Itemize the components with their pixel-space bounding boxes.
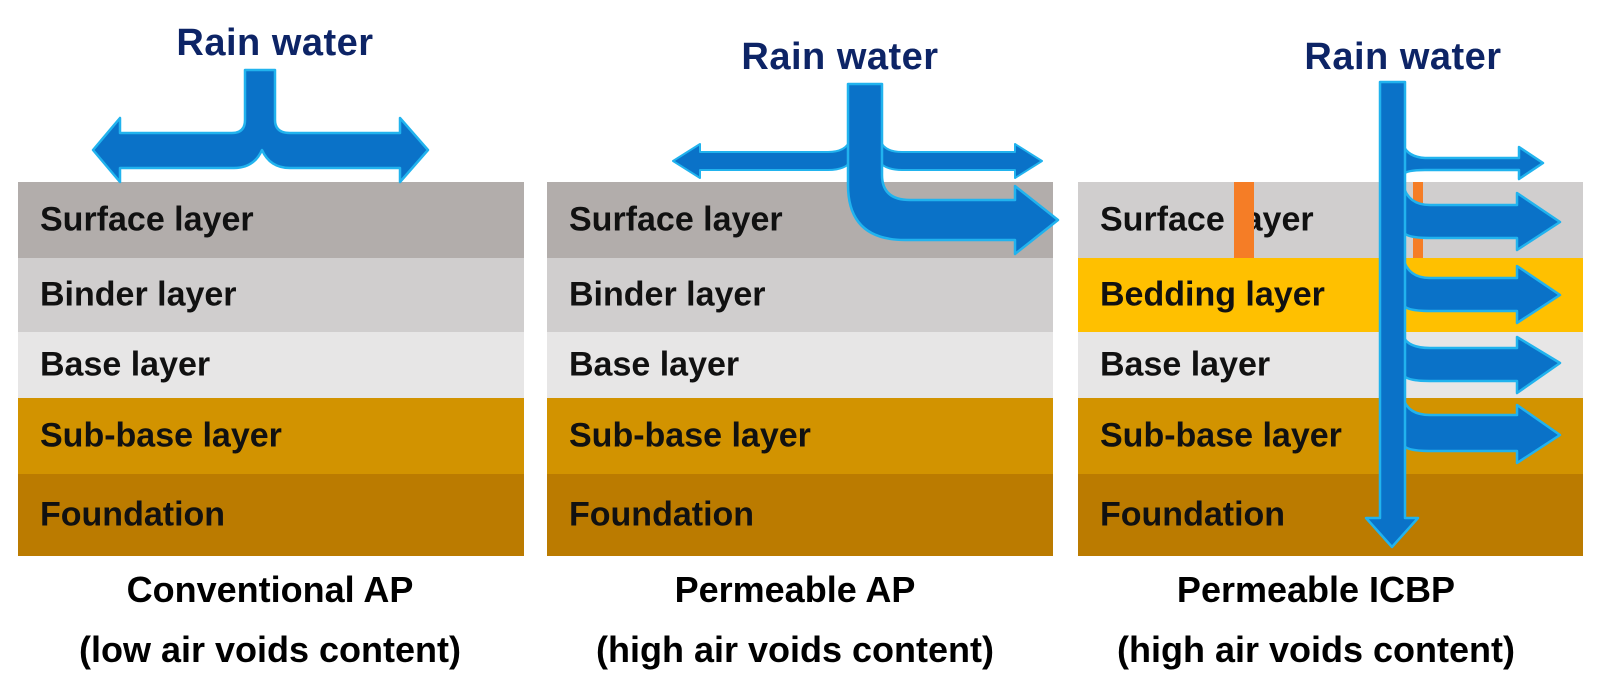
layer-stack: Surface layer Binder layer Base layer Su… — [18, 182, 524, 556]
layer-label: Surface layer — [40, 200, 254, 239]
layer-surface: Surface layer — [18, 182, 524, 258]
layer-label: Base layer — [40, 345, 211, 384]
rain-water-label: Rain water — [176, 22, 374, 64]
layer-foundation: Foundation — [18, 474, 524, 556]
caption: Permeable ICBP (high air voids content) — [1117, 560, 1515, 680]
layer-base: Base layer — [1078, 332, 1583, 398]
caption-subtitle: (high air voids content) — [595, 629, 995, 670]
layer-label: Surface layer — [569, 200, 783, 239]
layer-base: Base layer — [547, 332, 1053, 398]
layer-subbase: Sub-base layer — [1078, 398, 1583, 474]
caption-title: Permeable ICBP — [1176, 569, 1456, 610]
layer-label: Binder layer — [569, 275, 766, 314]
block-joint — [1234, 182, 1254, 258]
block-joint — [1413, 182, 1423, 258]
layer-label: Bedding layer — [1100, 275, 1325, 314]
layer-label: Sub-base layer — [1100, 416, 1342, 455]
caption: Conventional AP (low air voids content) — [79, 560, 461, 680]
layer-surface: Surface layer — [1078, 182, 1583, 258]
layer-label: Foundation — [40, 495, 226, 534]
panel-conventional-ap: Rain water Surface layer Binder layer Ba… — [0, 0, 540, 679]
rain-water-label: Rain water — [741, 36, 939, 78]
layer-label: Foundation — [569, 495, 755, 534]
caption-subtitle: (low air voids content) — [78, 629, 462, 670]
caption-title: Conventional AP — [126, 569, 414, 610]
layer-label: Sub-base layer — [40, 416, 282, 455]
layer-label: Foundation — [1100, 495, 1286, 534]
layer-binder: Binder layer — [18, 258, 524, 332]
layer-label: Sub-base layer — [569, 416, 811, 455]
layer-subbase: Sub-base layer — [547, 398, 1053, 474]
rain-water-label: Rain water — [1304, 36, 1502, 78]
layer-subbase: Sub-base layer — [18, 398, 524, 474]
layer-label: Surface layer — [1100, 200, 1314, 239]
caption: Permeable AP (high air voids content) — [596, 560, 994, 680]
layer-base: Base layer — [18, 332, 524, 398]
layer-stack: Surface layer Bedding layer Base layer S… — [1078, 182, 1583, 556]
caption-title: Permeable AP — [674, 569, 916, 610]
layer-label: Base layer — [569, 345, 740, 384]
layer-label: Base layer — [1100, 345, 1271, 384]
layer-binder: Binder layer — [547, 258, 1053, 332]
layer-foundation: Foundation — [547, 474, 1053, 556]
layer-bedding: Bedding layer — [1078, 258, 1583, 332]
layer-foundation: Foundation — [1078, 474, 1583, 556]
layer-label: Binder layer — [40, 275, 237, 314]
caption-subtitle: (high air voids content) — [1116, 629, 1516, 670]
